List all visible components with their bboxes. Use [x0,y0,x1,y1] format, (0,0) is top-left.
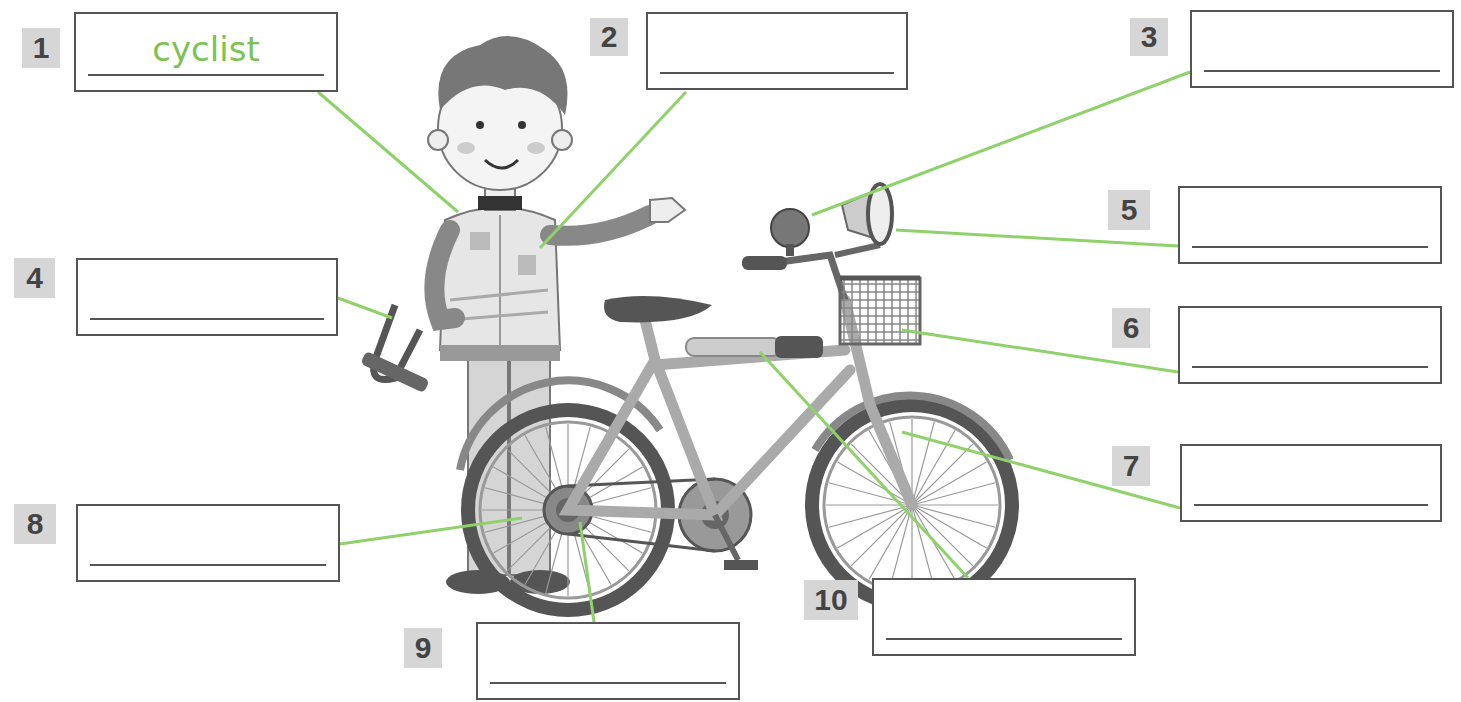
callout-number: 3 [1130,18,1168,56]
answer-box: 5 [1178,186,1442,264]
writing-line [886,638,1122,640]
writing-line [88,74,324,76]
callout-number: 10 [804,580,858,620]
answer-text: cyclist [76,32,336,66]
answer-box: 9 [476,622,740,700]
bicycle [460,184,1012,610]
leader-lines [318,72,1190,622]
writing-line [90,564,326,566]
answer-box: 1cyclist [74,12,338,92]
writing-line [1192,246,1428,248]
callout-number: 5 [1108,190,1150,230]
callout-number: 4 [14,258,55,298]
callout-number: 7 [1112,446,1150,486]
writing-line [660,72,894,74]
answer-box: 10 [872,578,1136,656]
writing-line [90,318,324,320]
writing-line [490,682,726,684]
writing-line [1204,70,1440,72]
writing-line [1192,366,1428,368]
answer-box: 8 [76,504,340,582]
answer-box: 6 [1178,306,1442,384]
callout-number: 1 [22,28,60,68]
callout-number: 6 [1112,308,1150,348]
callout-number: 2 [590,18,628,56]
answer-box: 3 [1190,10,1454,88]
answer-box: 4 [76,258,338,336]
answer-box: 2 [646,12,908,90]
answer-box: 7 [1180,444,1442,522]
callout-number: 8 [14,504,56,544]
callout-number: 9 [404,628,442,668]
bike-lock [360,305,429,393]
writing-line [1194,504,1428,506]
